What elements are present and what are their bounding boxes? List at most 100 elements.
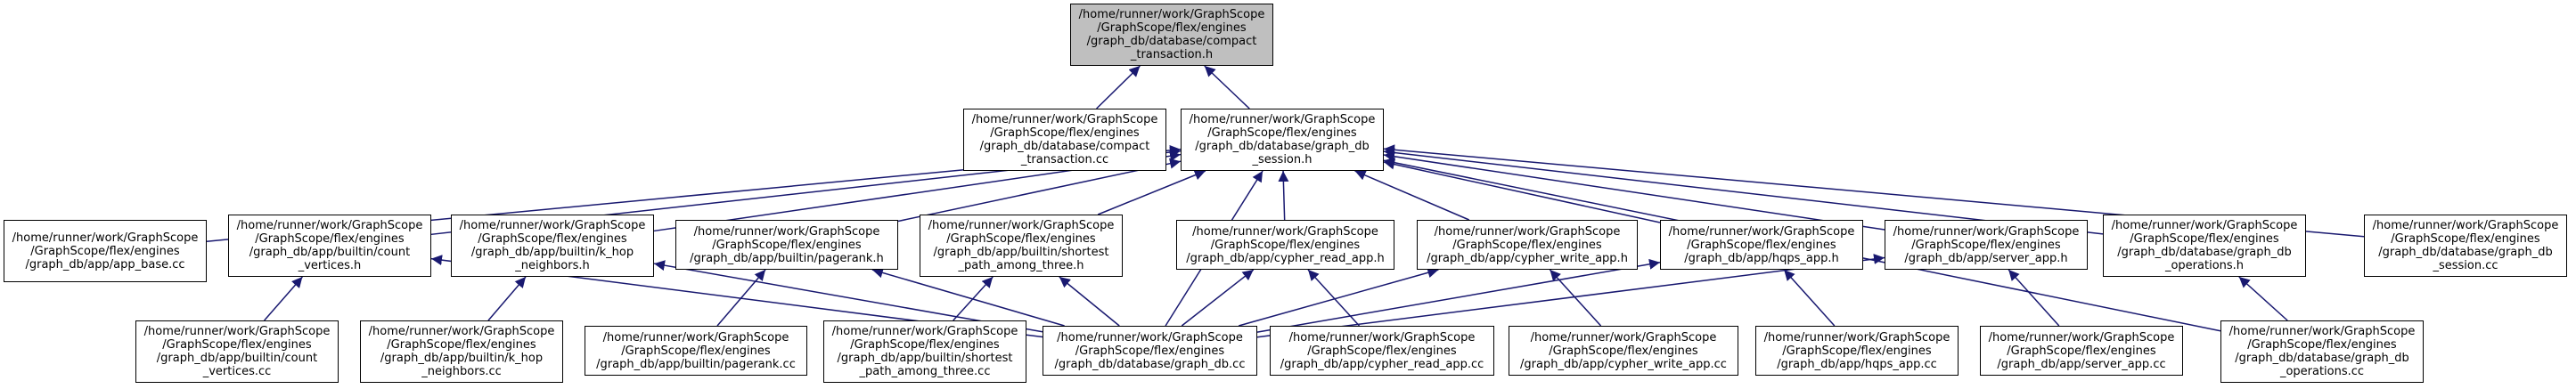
node-graph-db-cc[interactable]: /home/runner/work/GraphScope /GraphScope… <box>1043 326 1257 376</box>
include-edge-graph_db_cc-to-shortest_path_h <box>1059 276 1120 327</box>
node-line: /graph_db/app/server_app.cc <box>1997 357 2166 371</box>
include-edge-cypher_write_app_cc-to-cypher_write_app_h <box>1549 269 1602 327</box>
node-line: /GraphScope/flex/engines <box>1911 238 2061 252</box>
include-edge-shortest_path_h-to-graph_db_session_h <box>1097 169 1206 215</box>
node-pagerank-cc[interactable]: /home/runner/work/GraphScope /GraphScope… <box>585 326 807 376</box>
node-line: /graph_db/database/compact <box>1086 35 1257 48</box>
node-shortest-path-cc[interactable]: /home/runner/work/GraphScope /GraphScope… <box>823 320 1026 383</box>
node-line: /GraphScope/flex/engines <box>478 232 627 246</box>
node-line: /graph_db/app/builtin/count <box>249 246 411 259</box>
node-line: _path_among_three.cc <box>859 365 991 378</box>
node-line: /graph_db/app/cypher_write_app.h <box>1427 251 1628 265</box>
include-edge-server_app_cc-to-server_app_h <box>2008 269 2060 327</box>
node-line: /GraphScope/flex/engines <box>1549 344 1698 358</box>
node-line: /graph_db/app/builtin/pagerank.cc <box>596 357 796 371</box>
include-edge-count_vertices_cc-to-count_vertices_h <box>264 276 303 321</box>
node-cypher-read-app-cc[interactable]: /home/runner/work/GraphScope /GraphScope… <box>1270 326 1494 376</box>
node-line: /home/runner/work/GraphScope <box>1763 330 1950 344</box>
node-pagerank-h[interactable]: /home/runner/work/GraphScope /GraphScope… <box>675 220 898 270</box>
node-line: /GraphScope/flex/engines <box>2130 232 2279 246</box>
node-app-base-cc[interactable]: /home/runner/work/GraphScope /GraphScope… <box>4 220 207 282</box>
node-count-vertices-h[interactable]: /home/runner/work/GraphScope /GraphScope… <box>228 215 431 277</box>
node-line: /home/runner/work/GraphScope <box>143 325 331 338</box>
node-line: /graph_db/app/builtin/shortest <box>837 352 1013 365</box>
node-cypher-read-app-h[interactable]: /home/runner/work/GraphScope /GraphScope… <box>1176 220 1394 270</box>
node-k-hop-neighbors-h[interactable]: /home/runner/work/GraphScope /GraphScope… <box>451 215 654 277</box>
node-hqps-app-cc[interactable]: /home/runner/work/GraphScope /GraphScope… <box>1755 326 1959 376</box>
node-line: /graph_db/database/graph_db <box>2378 246 2553 259</box>
include-edge-hqps_app_cc-to-hqps_app_h <box>1783 269 1836 327</box>
node-line: /home/runner/work/GraphScope <box>2228 325 2416 338</box>
node-line: /home/runner/work/GraphScope <box>1893 224 2080 239</box>
node-line: /home/runner/work/GraphScope <box>1057 330 1243 344</box>
node-line: /home/runner/work/GraphScope <box>1668 224 1855 239</box>
include-edge-graph_db_session_h-to-compact_transaction_h <box>1204 65 1250 109</box>
node-line: /GraphScope/flex/engines <box>712 238 862 252</box>
node-graph-db-operations-h[interactable]: /home/runner/work/GraphScope /GraphScope… <box>2103 215 2306 277</box>
node-line: _neighbors.h <box>515 259 590 272</box>
node-line: /home/runner/work/GraphScope <box>693 224 880 239</box>
node-line: /graph_db/app/cypher_write_app.cc <box>1520 357 1727 371</box>
node-line: /home/runner/work/GraphScope <box>1078 8 1265 21</box>
node-server-app-cc[interactable]: /home/runner/work/GraphScope /GraphScope… <box>1980 326 2183 376</box>
include-edge-server_app_h-to-graph_db_session_h <box>1383 150 1885 231</box>
node-line: /graph_db/app/builtin/k_hop <box>380 352 544 365</box>
node-cypher-write-app-h[interactable]: /home/runner/work/GraphScope /GraphScope… <box>1417 220 1638 270</box>
include-edge-pagerank_cc-to-pagerank_h <box>716 269 766 327</box>
include-edge-graph_db_operations_cc-to-graph_db_operations_h <box>2238 276 2288 321</box>
include-edge-compact_transaction_cc-to-compact_transaction_h <box>1096 65 1141 109</box>
node-graph-db-session-cc[interactable]: /home/runner/work/GraphScope /GraphScope… <box>2364 215 2567 277</box>
node-line: /graph_db/app/builtin/count <box>156 352 318 365</box>
node-line: /GraphScope/flex/engines <box>990 126 1140 140</box>
node-graph-db-session-h[interactable]: /home/runner/work/GraphScope /GraphScope… <box>1181 109 1384 171</box>
node-count-vertices-cc[interactable]: /home/runner/work/GraphScope /GraphScope… <box>135 320 339 383</box>
node-line: _session.cc <box>2433 259 2498 272</box>
node-shortest-path-h[interactable]: /home/runner/work/GraphScope /GraphScope… <box>920 215 1123 277</box>
node-server-app-h[interactable]: /home/runner/work/GraphScope /GraphScope… <box>1885 220 2088 270</box>
node-line: /graph_db/app/cypher_read_app.cc <box>1280 357 1484 371</box>
node-line: /GraphScope/flex/engines <box>255 232 405 246</box>
node-line: /home/runner/work/GraphScope <box>1434 224 1621 239</box>
include-edge-hqps_app_h-to-graph_db_session_h <box>1383 158 1661 223</box>
node-line: /graph_db/app/builtin/pagerank.h <box>690 251 884 265</box>
node-line: /graph_db/app/server_app.h <box>1904 251 2068 265</box>
node-line: /home/runner/work/GraphScope <box>236 219 423 232</box>
node-line: /GraphScope/flex/engines <box>1307 344 1457 358</box>
node-line: /graph_db/app/builtin/k_hop <box>470 246 634 259</box>
node-line: /GraphScope/flex/engines <box>2391 232 2540 246</box>
node-line: /GraphScope/flex/engines <box>2247 338 2397 352</box>
node-line: /home/runner/work/GraphScope <box>1288 330 1476 344</box>
include-edge-graph_db_cc-to-cypher_write_app_h <box>1238 267 1439 327</box>
node-line: /home/runner/work/GraphScope <box>1192 224 1378 239</box>
include-edge-graph_db_cc-to-hqps_app_h <box>1256 258 1661 333</box>
node-line: /GraphScope/flex/engines <box>1097 21 1247 35</box>
node-line: /GraphScope/flex/engines <box>1782 344 1932 358</box>
node-line: /graph_db/database/graph_db <box>2117 246 2292 259</box>
node-line: /graph_db/database/graph_db <box>1195 140 1370 153</box>
node-line: /home/runner/work/GraphScope <box>831 325 1018 338</box>
node-line: /graph_db/app/hqps_app.h <box>1684 251 1839 265</box>
node-line: /home/runner/work/GraphScope <box>602 330 789 344</box>
node-line: /home/runner/work/GraphScope <box>1988 330 2175 344</box>
node-line: /graph_db/app/cypher_read_app.h <box>1186 251 1385 265</box>
node-k-hop-neighbors-cc[interactable]: /home/runner/work/GraphScope /GraphScope… <box>360 320 563 383</box>
node-line: /home/runner/work/GraphScope <box>12 231 199 245</box>
node-line: /GraphScope/flex/engines <box>946 232 1096 246</box>
node-line: /graph_db/app/hqps_app.cc <box>1777 357 1937 371</box>
include-edge-k_hop_neighbors_cc-to-k_hop_neighbors_h <box>487 276 527 321</box>
node-cypher-write-app-cc[interactable]: /home/runner/work/GraphScope /GraphScope… <box>1509 326 1738 376</box>
node-compact-transaction-h: /home/runner/work/GraphScope /GraphScope… <box>1070 4 1273 66</box>
node-line: /home/runner/work/GraphScope <box>2372 219 2559 232</box>
node-line: /GraphScope/flex/engines <box>1452 238 1602 252</box>
node-graph-db-operations-cc[interactable]: /home/runner/work/GraphScope /GraphScope… <box>2220 320 2424 383</box>
node-hqps-app-h[interactable]: /home/runner/work/GraphScope /GraphScope… <box>1660 220 1863 270</box>
node-line: /home/runner/work/GraphScope <box>2111 219 2298 232</box>
node-line: /GraphScope/flex/engines <box>1687 238 1836 252</box>
node-line: /GraphScope/flex/engines <box>1207 126 1357 140</box>
node-line: /GraphScope/flex/engines <box>850 338 1000 352</box>
include-edge-shortest_path_cc-to-shortest_path_h <box>953 276 994 321</box>
node-compact-transaction-cc[interactable]: /home/runner/work/GraphScope /GraphScope… <box>963 109 1166 171</box>
node-line: /graph_db/app/app_base.cc <box>25 257 185 271</box>
node-line: _session.h <box>1252 153 1313 166</box>
